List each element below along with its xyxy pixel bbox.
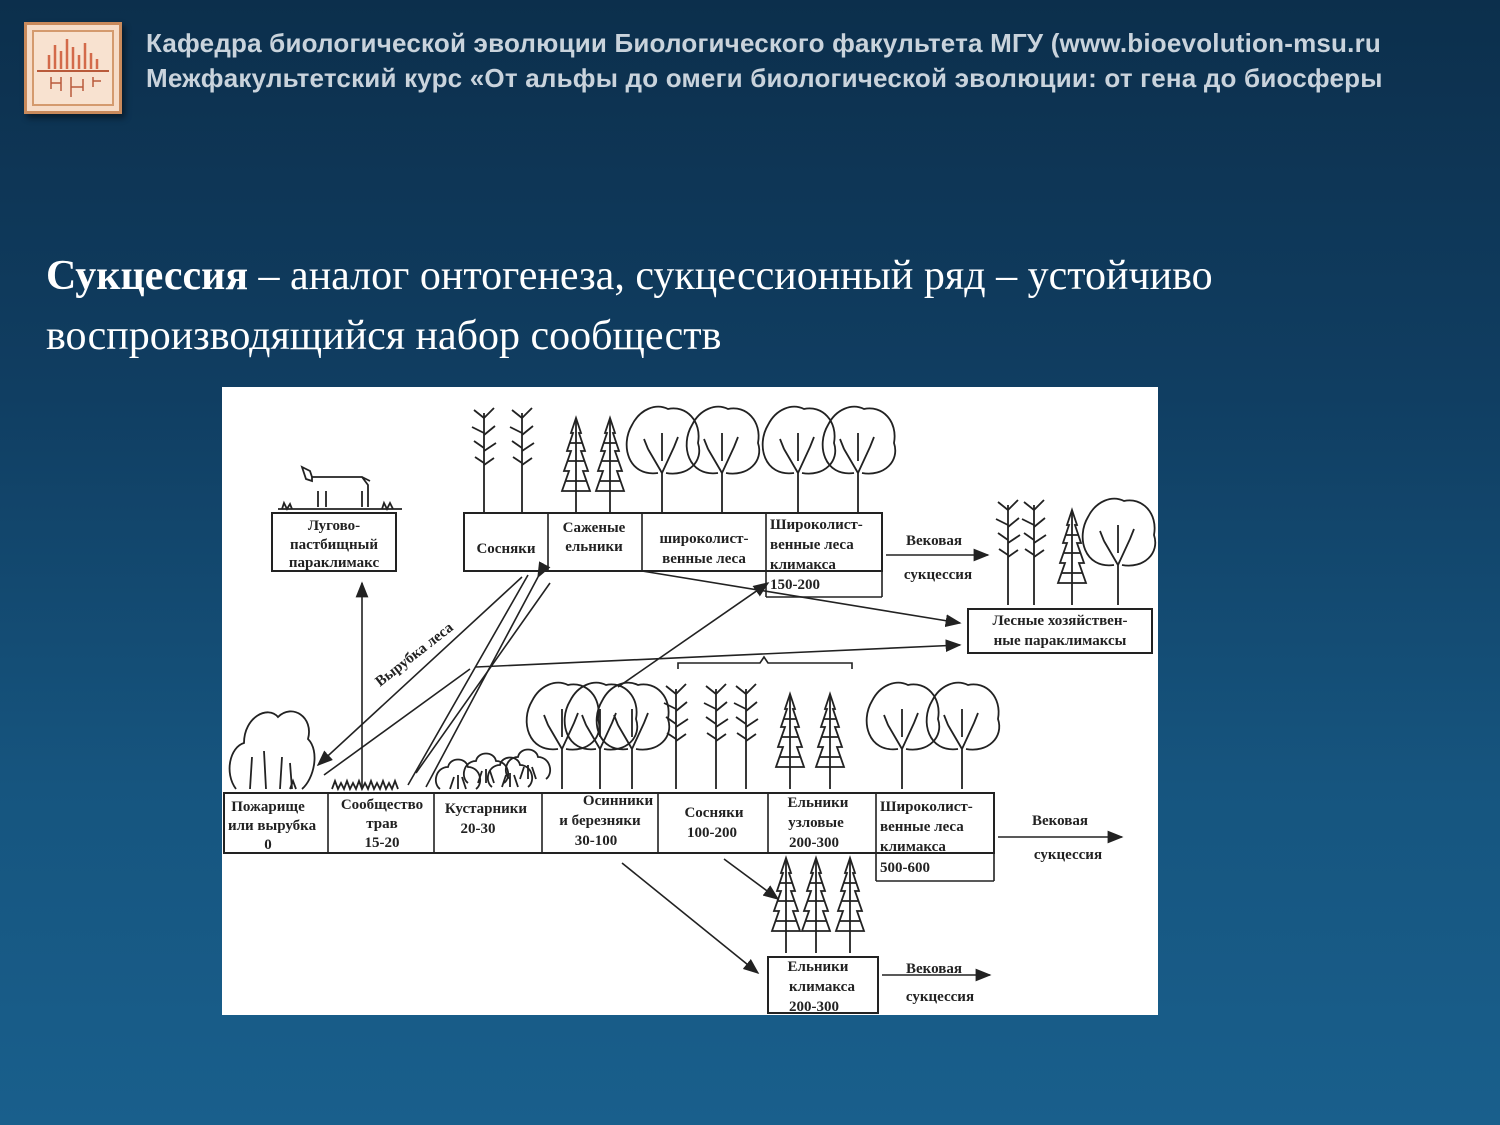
- top-spruce-trees: [561, 417, 625, 514]
- top-broadleaf-line-1: широколист-: [660, 531, 749, 547]
- top-climax-line-3: климакса: [770, 557, 836, 573]
- header-course: Межфакультетский курс «От альфы до омеги…: [146, 63, 1383, 93]
- secular-spruce-line-1: Вековая: [906, 961, 962, 977]
- meadow-line-2: пастбищный: [290, 537, 378, 553]
- stage-fire-line-1: Пожарище: [231, 799, 305, 815]
- definition-text: – аналог онтогенеза, сукцессионный ряд –…: [46, 253, 1213, 359]
- top-broadleaf-trees: [625, 405, 897, 514]
- stage-grass-line-1: Сообщество: [341, 797, 423, 813]
- spruce-climax-line-1: Ельники: [788, 959, 849, 975]
- spruce-climax-box: [767, 956, 879, 1014]
- forest-paraclimax-line-2: ные параклимаксы: [994, 633, 1127, 649]
- top-planted-line-2: ельники: [565, 539, 623, 555]
- stage-fire-line-2: или вырубка: [228, 818, 317, 834]
- stage-spruce-line-1: Ельники: [788, 795, 849, 811]
- climax-spruce-trees: [771, 857, 865, 954]
- top-row-box: [463, 512, 883, 572]
- stage-grass-line-3: 15-20: [365, 835, 400, 851]
- stage-aspen-line-3: 30-100: [575, 833, 618, 849]
- spruce-climax-line-2: климакса: [789, 979, 855, 995]
- bottom-pine-trees: [663, 683, 759, 790]
- grass-community: [331, 778, 399, 792]
- stage-climax-line-4: 500-600: [880, 860, 930, 876]
- top-broadleaf-line-2: венные леса: [662, 551, 746, 567]
- paraclimax-trees: [995, 497, 1157, 606]
- stage-grass-line-2: трав: [366, 816, 398, 832]
- forest-paraclimax-box: [967, 608, 1153, 654]
- succession-definition: Сукцессия – аналог онтогенеза, сукцессио…: [46, 246, 1476, 366]
- secular-bottom-line-1: Вековая: [1032, 813, 1088, 829]
- top-planted-line-1: Саженые: [563, 520, 626, 536]
- stage-climax-line-2: венные леса: [880, 819, 964, 835]
- stage-pine-line-2: 100-200: [687, 825, 737, 841]
- shrub-plants: [434, 748, 552, 790]
- top-pine-trees: [471, 407, 535, 514]
- stage-shrub-line-1: Кустарники: [445, 801, 528, 817]
- definition-term: Сукцессия: [46, 253, 249, 299]
- top-pine-label: Сосняки: [476, 541, 535, 557]
- secular-spruce-line-2: сукцессия: [906, 989, 974, 1005]
- top-climax-line-1: Широколист-: [770, 517, 863, 533]
- stage-spruce-line-2: узловые: [788, 815, 844, 831]
- bottom-broadleaf-trees: [865, 681, 1001, 790]
- nodal-spruce-trees: [775, 693, 845, 790]
- secular-top-line-2: сукцессия: [904, 567, 972, 583]
- secular-bottom-line-2: сукцессия: [1034, 847, 1102, 863]
- logging-label: Вырубка леса: [373, 619, 457, 690]
- forest-paraclimax-line-1: Лесные хозяйствен-: [993, 613, 1128, 629]
- aspen-birch-trees: [525, 681, 671, 790]
- stage-climax-line-3: климакса: [880, 839, 946, 855]
- spruce-climax-line-3: 200-300: [789, 999, 839, 1015]
- stage-aspen-line-1: Осинники: [583, 793, 654, 809]
- top-climax-line-2: венные леса: [770, 537, 854, 553]
- stage-shrub-line-2: 20-30: [461, 821, 496, 837]
- succession-diagram: Лугово- пастбищный параклимакс Сосняки С…: [222, 387, 1158, 1015]
- stage-aspen-line-2: и березняки: [559, 813, 641, 829]
- department-logo: [24, 22, 122, 114]
- stage-spruce-line-3: 200-300: [789, 835, 839, 851]
- cow-icon: [278, 465, 402, 512]
- bottom-row-box: [223, 792, 995, 854]
- secular-top-line-1: Вековая: [906, 533, 962, 549]
- top-climax-line-4: 150-200: [770, 577, 820, 593]
- burnt-area-trees: [228, 710, 316, 790]
- header-department: Кафедра биологической эволюции Биологиче…: [146, 28, 1381, 58]
- stage-pine-line-1: Сосняки: [684, 805, 743, 821]
- stage-climax-line-1: Широколист-: [880, 799, 973, 815]
- meadow-line-3: параклимакс: [289, 555, 380, 571]
- stage-fire-line-3: 0: [264, 837, 272, 853]
- meadow-line-1: Лугово-: [308, 518, 360, 534]
- meadow-paraclimax-box: [271, 512, 397, 572]
